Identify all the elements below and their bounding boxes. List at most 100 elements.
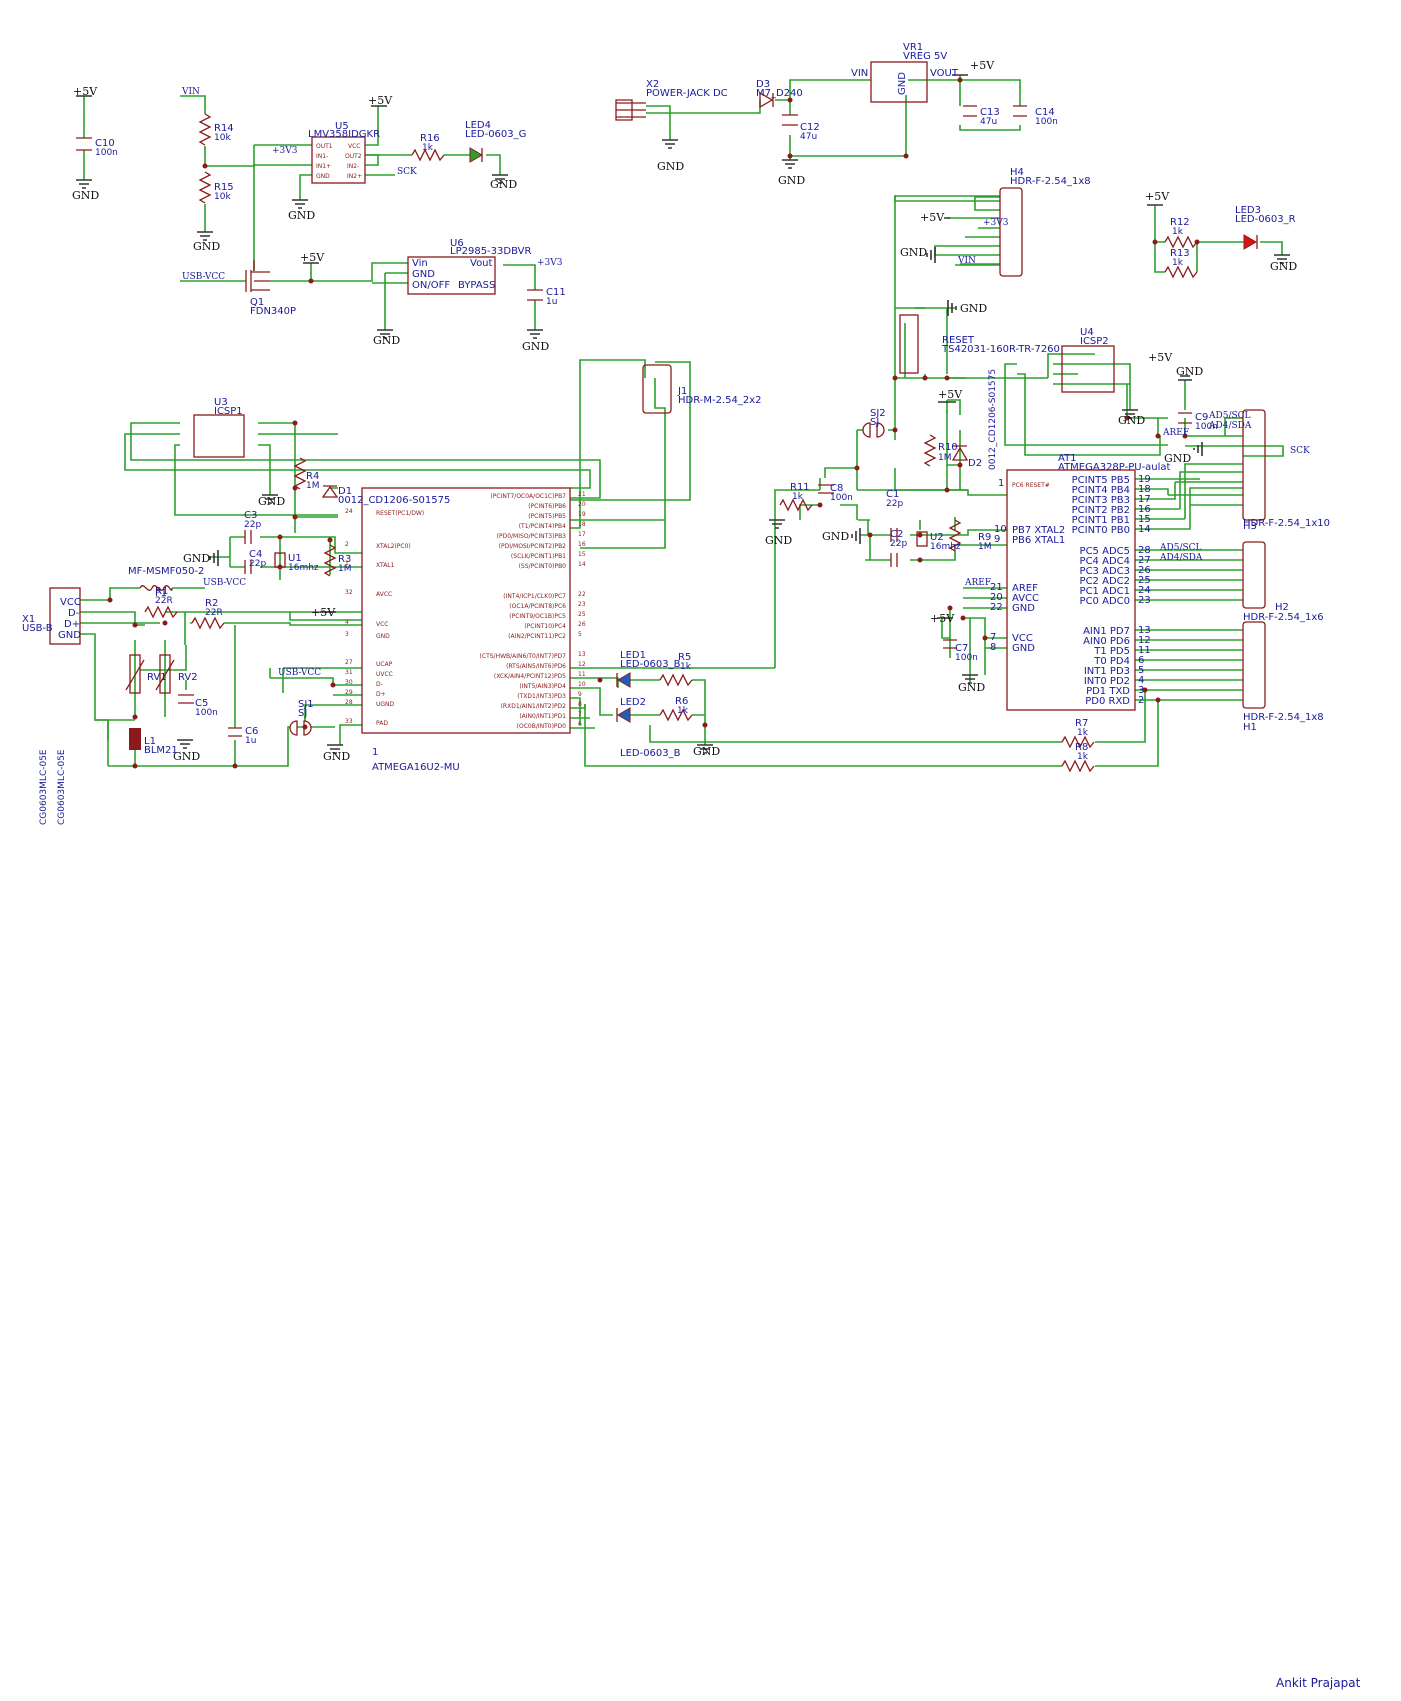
c7-val: 100n (955, 653, 978, 663)
pin-label: 22 (990, 602, 1003, 613)
pin-label: (OC1A/PCINT8)PC6 (509, 603, 566, 610)
pin-label: 31 (345, 669, 353, 676)
gnd-label: GND (1176, 365, 1203, 378)
gnd-label: GND (693, 745, 720, 758)
pin-label: 14 (578, 561, 586, 568)
r16-resistor (411, 148, 445, 162)
pin-label: 20 (578, 501, 586, 508)
x2-val: POWER-JACK DC (646, 88, 728, 99)
h1-box (1242, 621, 1266, 709)
r12-val: 1k (1172, 227, 1184, 237)
p5-label: +5V (1148, 351, 1173, 364)
j1-ref: J1 (677, 386, 687, 397)
c8-val: 100n (830, 493, 853, 503)
r13-ref: R13 (1170, 248, 1190, 259)
led4-ref: LED4 (465, 120, 491, 131)
svg-text:VIN: VIN (851, 68, 868, 79)
r8-val: 1k (1077, 752, 1089, 762)
svg-text:VCC: VCC (348, 143, 360, 150)
p5-label: +5V (930, 612, 955, 625)
u2-crystal (916, 531, 928, 547)
r16-val: 1k (422, 143, 434, 153)
d1-val: 0012_CD1206-S01575 (338, 495, 450, 506)
r14-val: 10k (214, 133, 231, 143)
pin-label: GND (1012, 643, 1035, 654)
r3-ref: R3 (338, 554, 351, 565)
pin-label: PC6 RESET# (1012, 482, 1050, 489)
u5-val: LMV358IDGKR (308, 129, 380, 140)
pin-label: PAD (376, 720, 388, 727)
pin-label: PD0 RXD (1085, 696, 1130, 707)
pin-label: PC4 ADC4 (1080, 556, 1130, 567)
l1-val: BLM21 (144, 745, 178, 756)
p5-label: +5V (73, 85, 98, 98)
pin-label: 4 (1138, 675, 1144, 686)
pin-label: (AIN2/PCINT11)PC2 (508, 633, 566, 640)
pin-label: 11 (1138, 645, 1151, 656)
v33-label: +3V3 (537, 258, 563, 268)
r7-val: 1k (1077, 728, 1089, 738)
r5-ref: R5 (678, 652, 691, 663)
h4-box (999, 187, 1023, 277)
p5-label: +5V (920, 211, 945, 224)
pin-label: 13 (578, 651, 586, 658)
vr1-ref: VR1 (903, 42, 923, 53)
reset-val: TS42031-160R-TR-7260 (941, 344, 1060, 355)
aref-label: AREF (1162, 428, 1189, 438)
pin-label: PCINT0 PB0 (1072, 525, 1130, 536)
h3-ref: H3 (1243, 521, 1257, 532)
h2-val: HDR-F-2.54_1x6 (1243, 612, 1324, 623)
pin-label: 7 (990, 632, 996, 643)
u2-val: 16mhz (930, 542, 961, 552)
pin-label: 19 (1138, 474, 1151, 485)
gnd-label: GND (183, 552, 210, 565)
pin-label: 14 (1138, 524, 1151, 535)
led3-ref: LED3 (1235, 205, 1261, 216)
pin-label: 3 (345, 631, 349, 638)
svg-text:IN1+: IN1+ (316, 163, 331, 170)
gnd-label: GND (193, 240, 220, 253)
f1-fuse (139, 585, 173, 591)
pin-label: (PCINT5)PB5 (528, 513, 566, 520)
h3-val: HDR-F-2.54_1x10 (1243, 518, 1330, 529)
u1-ref: U1 (288, 553, 302, 564)
pin-label: PCINT3 PB3 (1072, 495, 1130, 506)
q1-mosfet (245, 260, 270, 292)
r4-resistor (293, 457, 307, 490)
r15-ref: R15 (214, 182, 234, 193)
v33-label: +3V3 (983, 218, 1009, 228)
pin-label: 19 (578, 511, 586, 518)
r13-resistor (1164, 265, 1198, 279)
c11-val: 1u (546, 297, 557, 307)
pin-label: 24 (345, 508, 353, 515)
pin-label: 25 (1138, 575, 1151, 586)
svg-text:VCC: VCC (60, 597, 81, 608)
pin-label: AVCC (376, 591, 392, 598)
r9-resistor (948, 519, 962, 552)
sck-label: SCK (1290, 446, 1310, 456)
pin-label: (SCLK/PCINT1)PB1 (511, 553, 566, 560)
pin-label: D- (376, 681, 383, 688)
pin-label: PB6 XTAL1 (1012, 535, 1065, 546)
svg-text:GND: GND (58, 630, 81, 641)
gnd-label: GND (373, 334, 400, 347)
u3-box (193, 414, 245, 458)
r5-val: 1k (680, 662, 692, 672)
pin-label: VCC (376, 621, 388, 628)
r1-ref: R1 (155, 586, 168, 597)
pin-label: (PCINT10)PC4 (524, 623, 566, 630)
at1-box (1006, 469, 1136, 711)
svg-text:GND: GND (316, 173, 330, 180)
pin-label: 32 (345, 589, 353, 596)
at1-ref: AT1 (1058, 453, 1077, 464)
r15-val: 10k (214, 192, 231, 202)
pin-label: UGND (376, 701, 395, 708)
x1-pin-labels: VCC D- D+ GND (58, 597, 81, 641)
gnd-label: GND (522, 340, 549, 353)
c11-ref: C11 (546, 287, 566, 298)
pin-label: XTAL1 (376, 562, 395, 569)
at1-val: ATMEGA328P-PU-aulat (1058, 462, 1171, 473)
c5-val: 100n (195, 708, 218, 718)
pin-label: (AIN0/INT1)PD1 (519, 713, 566, 720)
l1-ferrite (129, 728, 141, 750)
